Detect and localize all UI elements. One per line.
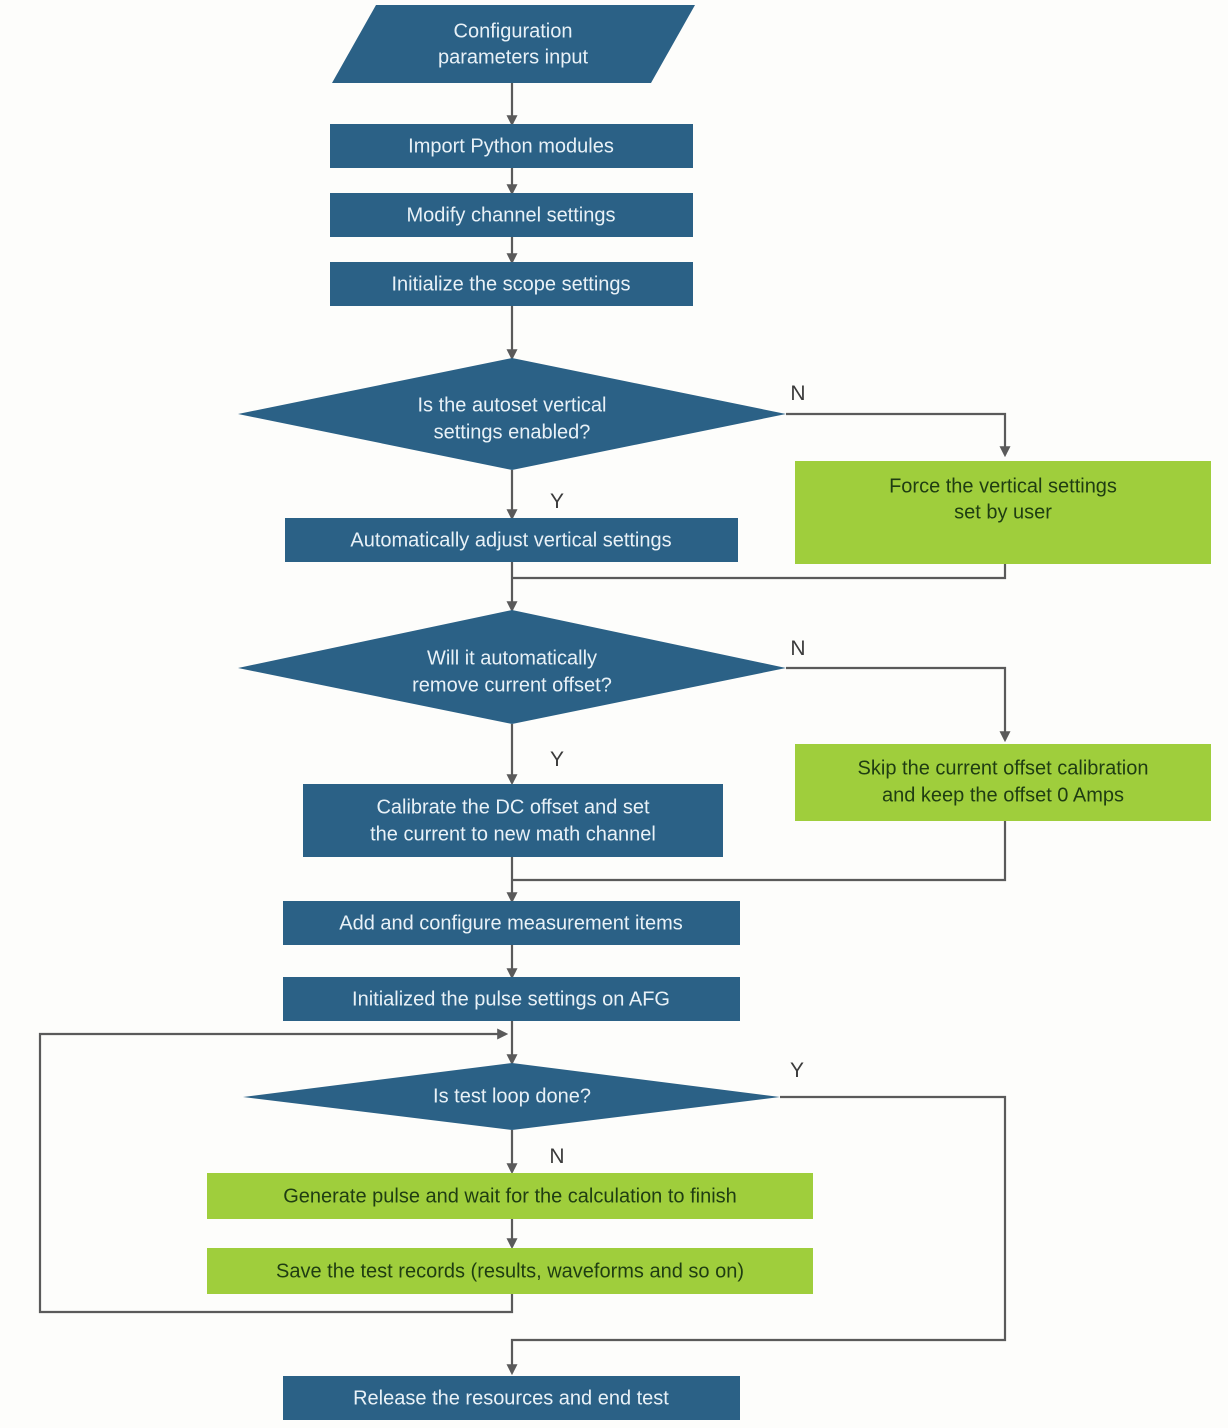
conn-loop-yes-to-release — [506, 1095, 1007, 1376]
node-calibrate-dc[interactable]: Calibrate the DC offset and set the curr… — [303, 784, 723, 857]
node-import-modules[interactable]: Import Python modules — [330, 124, 693, 168]
node-release-resources-label: Release the resources and end test — [353, 1387, 669, 1409]
node-auto-adjust-vertical-label: Automatically adjust vertical settings — [350, 529, 671, 551]
rect-shape — [330, 193, 693, 237]
node-force-vertical-line-2: set by user — [954, 501, 1052, 523]
node-calibrate-dc-line-1: Calibrate the DC offset and set — [376, 796, 650, 818]
rect-shape — [283, 901, 740, 945]
node-init-pulse-afg-label: Initialized the pulse settings on AFG — [352, 988, 670, 1010]
branch-label-autoset-no: N — [790, 382, 805, 405]
node-skip-calibration-line-1: Skip the current offset calibration — [858, 757, 1149, 779]
node-init-pulse-afg[interactable]: Initialized the pulse settings on AFG — [283, 977, 740, 1021]
rect-shape — [795, 744, 1211, 821]
node-save-records-label: Save the test records (results, waveform… — [276, 1260, 744, 1282]
node-add-measurements-label: Add and configure measurement items — [339, 912, 683, 934]
branch-label-offset-no: N — [790, 637, 805, 660]
node-autoset-decision-line-2: settings enabled? — [434, 421, 591, 443]
conn-loopback — [38, 1028, 514, 1314]
diamond-shape — [238, 610, 786, 724]
diamond-shape — [243, 1063, 780, 1130]
rect-shape — [795, 461, 1211, 564]
node-import-modules-label: Import Python modules — [408, 135, 614, 157]
node-generate-pulse[interactable]: Generate pulse and wait for the calculat… — [207, 1173, 813, 1219]
node-calibrate-dc-line-2: the current to new math channel — [370, 823, 656, 845]
node-offset-decision-line-1: Will it automatically — [427, 647, 597, 669]
rect-shape — [207, 1173, 813, 1219]
rect-shape — [303, 784, 723, 857]
conn-offset-no-to-skip — [786, 666, 1011, 743]
branch-label-autoset-yes: Y — [550, 490, 564, 513]
parallelogram-shape — [332, 5, 695, 83]
rect-shape — [283, 1376, 740, 1420]
rect-shape — [283, 977, 740, 1021]
connectors — [38, 83, 1011, 1376]
conn-skip-merge — [512, 821, 1007, 882]
node-add-measurements[interactable]: Add and configure measurement items — [283, 901, 740, 945]
node-config-input-line-1: Configuration — [454, 20, 573, 42]
node-loop-decision[interactable]: Is test loop done? — [243, 1063, 780, 1130]
node-autoset-decision[interactable]: Is the autoset vertical settings enabled… — [238, 358, 786, 470]
node-config-input[interactable]: Configuration parameters input — [332, 5, 695, 83]
node-modify-channel-label: Modify channel settings — [406, 204, 615, 226]
conn-force-merge — [512, 564, 1007, 580]
conn-autoset-no-to-force — [786, 412, 1011, 458]
node-skip-calibration[interactable]: Skip the current offset calibration and … — [795, 744, 1211, 821]
node-save-records[interactable]: Save the test records (results, waveform… — [207, 1248, 813, 1294]
rect-shape — [330, 262, 693, 306]
rect-shape — [207, 1248, 813, 1294]
branch-label-loop-yes: Y — [790, 1059, 804, 1082]
node-init-scope-label: Initialize the scope settings — [391, 273, 630, 295]
node-autoset-decision-line-1: Is the autoset vertical — [418, 394, 607, 416]
node-generate-pulse-label: Generate pulse and wait for the calculat… — [283, 1185, 737, 1207]
node-auto-adjust-vertical[interactable]: Automatically adjust vertical settings — [285, 518, 738, 562]
node-loop-decision-label: Is test loop done? — [433, 1085, 591, 1107]
node-force-vertical-line-1: Force the vertical settings — [889, 475, 1117, 497]
node-modify-channel[interactable]: Modify channel settings — [330, 193, 693, 237]
branch-label-loop-no: N — [549, 1145, 564, 1168]
diamond-shape — [238, 358, 786, 470]
rect-shape — [285, 518, 738, 562]
node-init-scope[interactable]: Initialize the scope settings — [330, 262, 693, 306]
node-force-vertical[interactable]: Force the vertical settings set by user — [795, 461, 1211, 564]
node-offset-decision[interactable]: Will it automatically remove current off… — [238, 610, 786, 724]
branch-label-offset-yes: Y — [550, 748, 564, 771]
node-skip-calibration-line-2: and keep the offset 0 Amps — [882, 784, 1124, 806]
node-release-resources[interactable]: Release the resources and end test — [283, 1376, 740, 1420]
node-config-input-line-2: parameters input — [438, 46, 589, 68]
rect-shape — [330, 124, 693, 168]
node-offset-decision-line-2: remove current offset? — [412, 674, 612, 696]
